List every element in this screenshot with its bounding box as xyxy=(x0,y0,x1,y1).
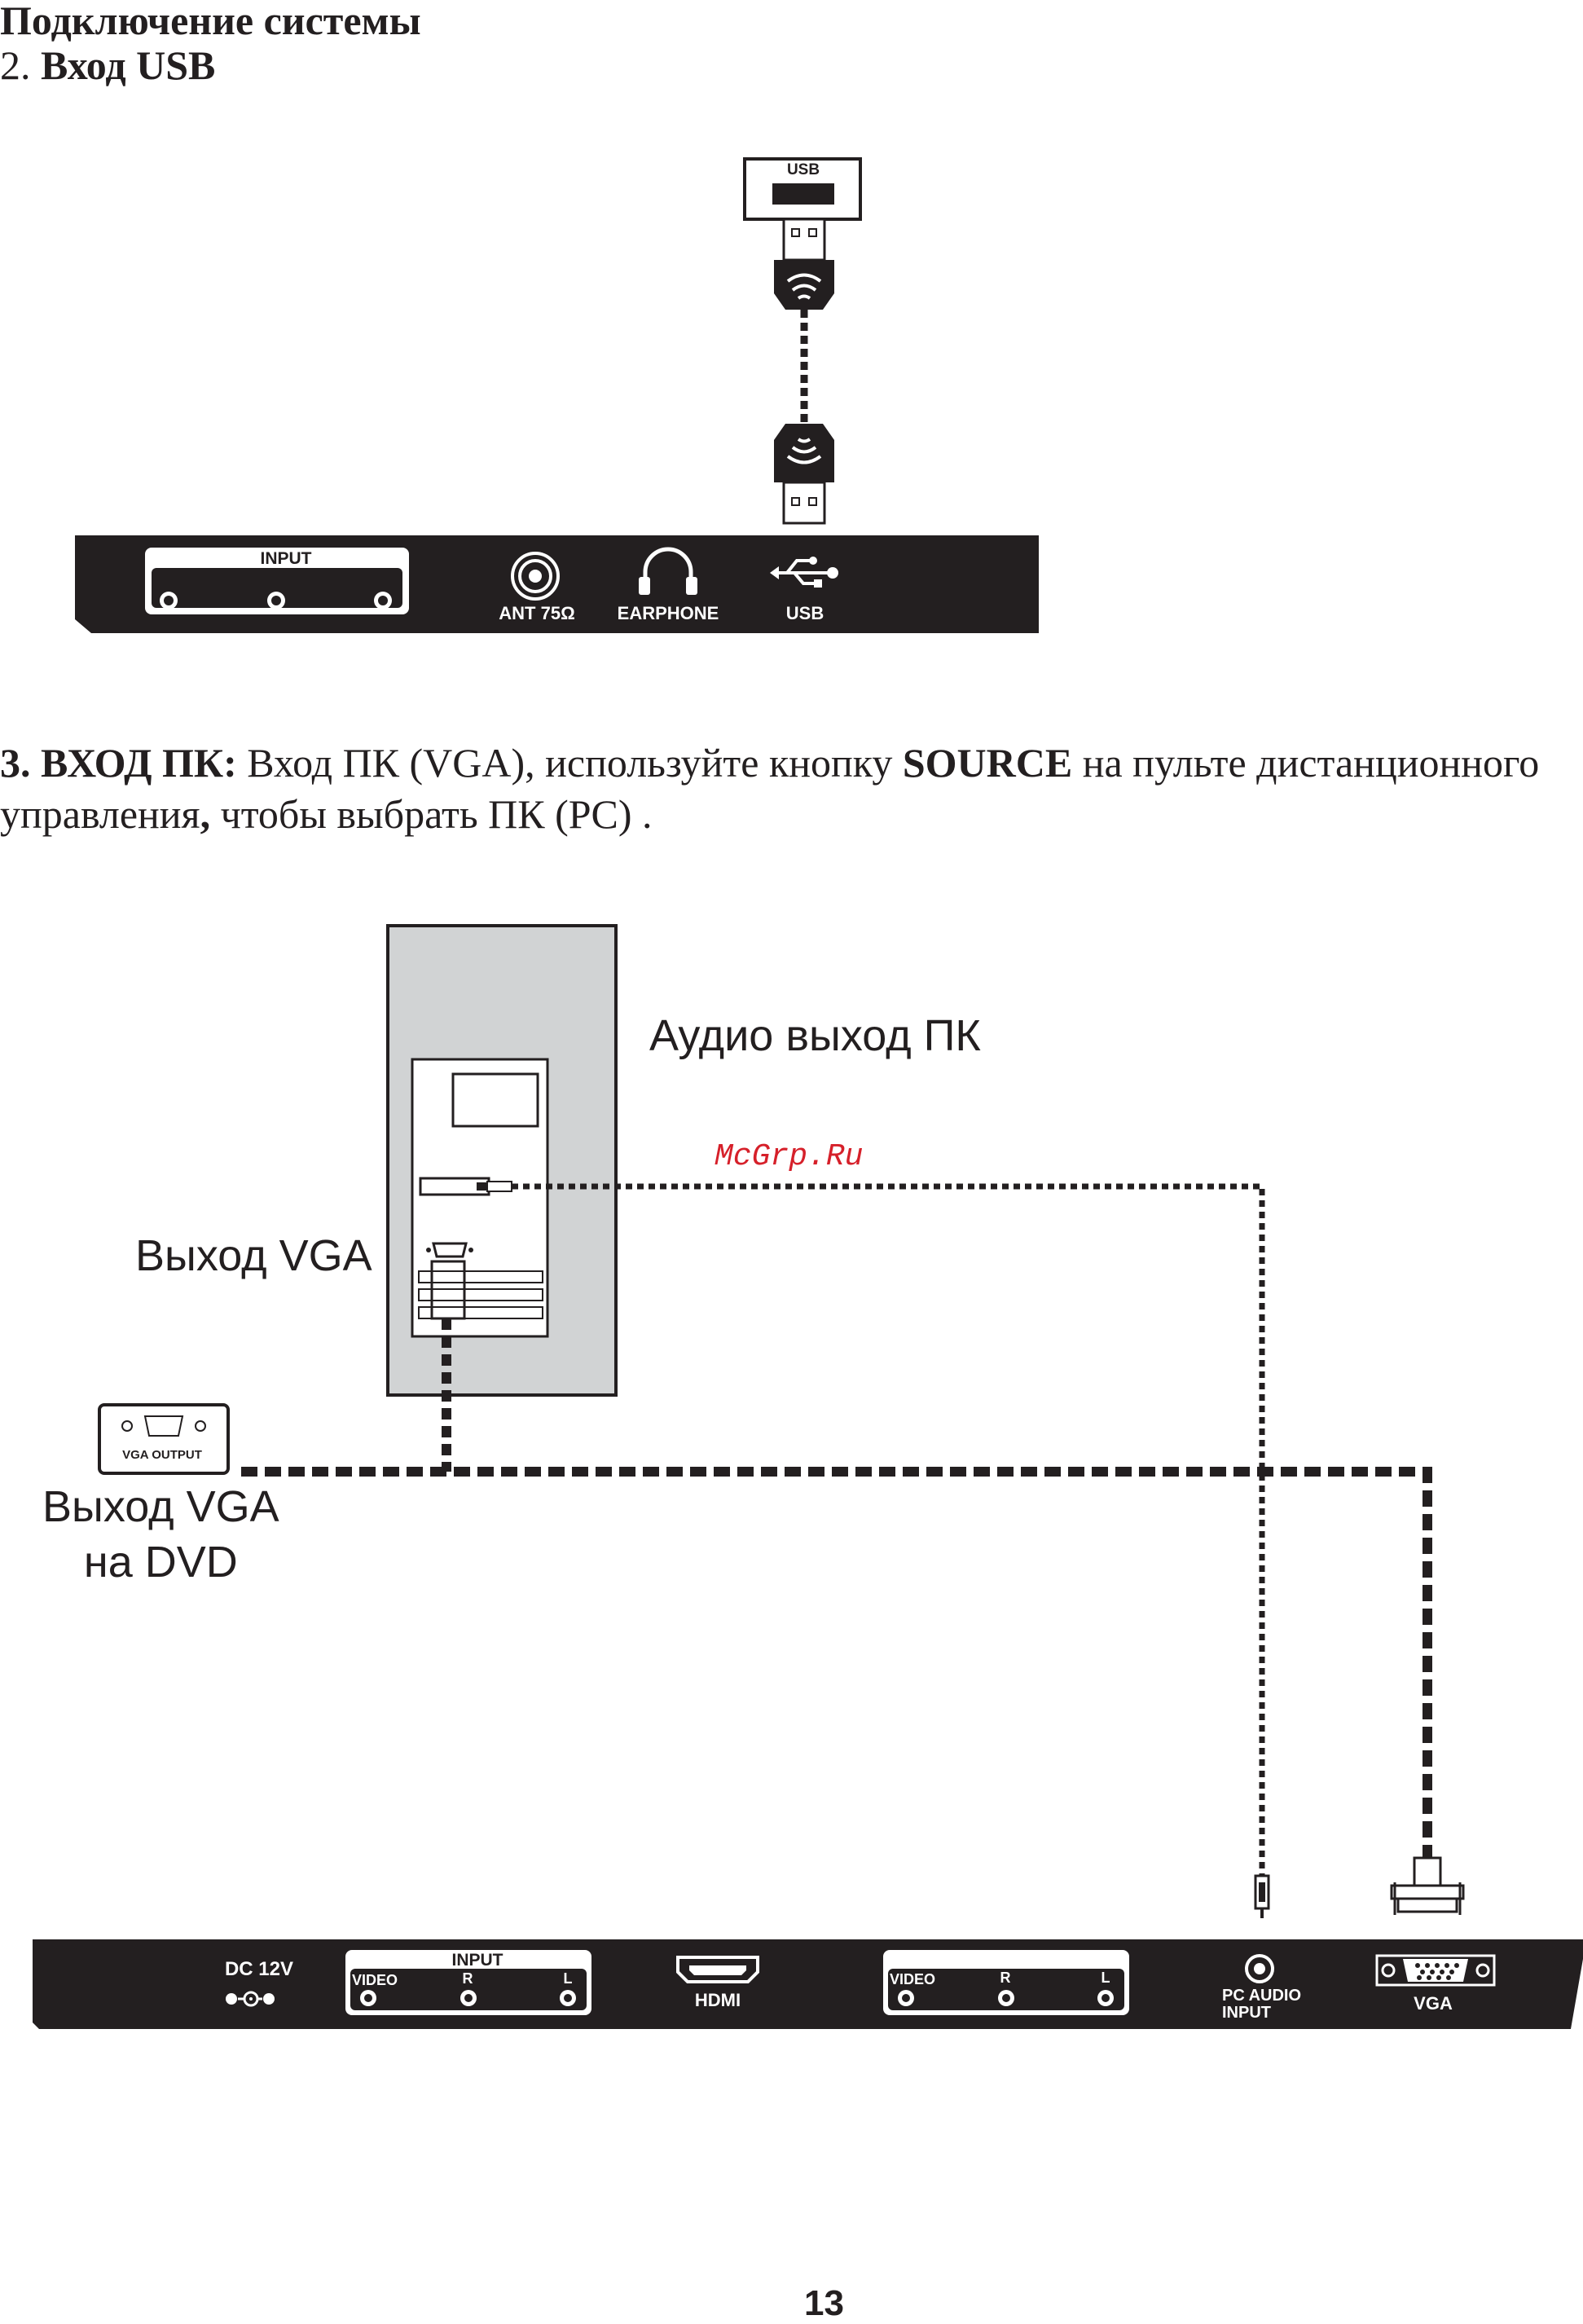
vga-dvd-label-line2: на DVD xyxy=(42,1534,279,1590)
vga-panel-label: VGA xyxy=(1414,1993,1453,2014)
pc-audio-label-line1: PC AUDIO xyxy=(1222,1987,1301,2005)
page-heading: Подключение системы xyxy=(0,0,421,41)
usb-plug-top xyxy=(774,219,834,310)
vga-plug xyxy=(1392,1858,1463,1915)
usb-panel-label: USB xyxy=(786,603,824,623)
usb-plug-bottom xyxy=(774,424,834,523)
pc-diagram: VGA OUTPUT DC 12V INPUT VIDEO R L HDMI V… xyxy=(0,905,1583,2045)
bottom-l-label: L xyxy=(564,1970,573,1987)
side-input-label: INPUT xyxy=(261,549,312,568)
page-number: 13 xyxy=(0,2283,1583,2324)
section-pc-text1: Вход ПК (VGA), используйте кнопку xyxy=(237,740,903,786)
antenna-connector-icon xyxy=(512,553,558,599)
side-panel: INPUT ANT 75Ω EARPHONE USB xyxy=(75,535,1039,633)
pc-audio-label-line2: INPUT xyxy=(1222,2004,1271,2022)
audio-cable xyxy=(512,1186,1262,1876)
section-usb-heading: 2. Вход USB xyxy=(0,42,215,88)
bottom-input-label: INPUT xyxy=(452,1951,503,1970)
bottom-video-label: VIDEO xyxy=(352,1972,398,1988)
bottom-r-label: R xyxy=(463,1970,473,1987)
usb-diagram: USB INPUT ANT 75Ω xyxy=(0,147,1583,652)
pc-vga-port xyxy=(433,1243,466,1257)
section-pc-text3: чтобы выбрать ПК (PC) . xyxy=(210,791,652,837)
watermark: McGrp.Ru xyxy=(715,1139,863,1174)
section-usb-number: 2. xyxy=(0,42,31,88)
vga-cable xyxy=(241,1472,1427,1858)
pc-tower xyxy=(388,926,616,1395)
section-pc-paragraph: 3. ВХОД ПК: Вход ПК (VGA), используйте к… xyxy=(0,737,1572,840)
dvd-vga-output-port: VGA OUTPUT xyxy=(99,1405,228,1473)
ant-label: ANT 75Ω xyxy=(499,603,574,623)
vga-dvd-label: Выход VGA на DVD xyxy=(42,1479,279,1590)
section-pc-comma: , xyxy=(200,791,211,837)
bottom-l2-label: L xyxy=(1102,1970,1110,1986)
vga-dvd-label-line1: Выход VGA xyxy=(42,1479,279,1534)
hdmi-label: HDMI xyxy=(695,1990,741,2010)
audio-plug xyxy=(1255,1876,1269,1918)
bottom-r2-label: R xyxy=(1000,1970,1011,1986)
earphone-label: EARPHONE xyxy=(618,603,719,623)
usb-port-device: USB xyxy=(745,159,860,219)
vga-out-label: Выход VGA xyxy=(135,1230,372,1281)
section-usb-title: Вход USB xyxy=(41,42,215,88)
source-button-name: SOURCE xyxy=(903,740,1072,786)
audio-out-label: Аудио выход ПК xyxy=(649,1010,981,1061)
vga-output-port-label: VGA OUTPUT xyxy=(122,1448,202,1462)
bottom-video2-label: VIDEO xyxy=(890,1971,935,1987)
usb-port-label: USB xyxy=(787,161,820,178)
bottom-panel: DC 12V INPUT VIDEO R L HDMI VIDEO R L xyxy=(33,1939,1583,2029)
section-pc-lead: 3. ВХОД ПК: xyxy=(0,740,237,786)
dc-label: DC 12V xyxy=(225,1958,293,1980)
